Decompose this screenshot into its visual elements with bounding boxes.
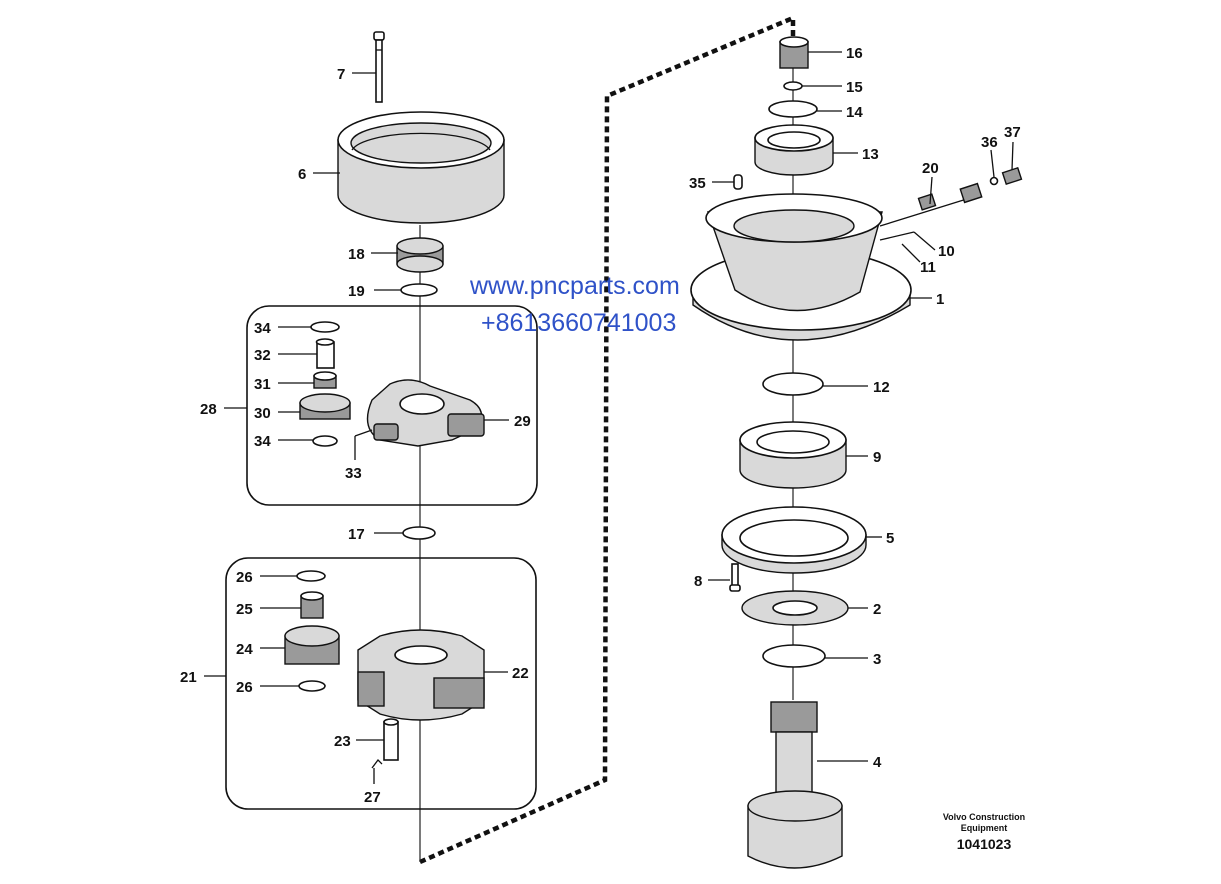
callout-8: 8 (694, 573, 702, 590)
callout-10: 10 (938, 243, 955, 260)
group-box-28 (246, 305, 538, 506)
part-ring-3 (762, 644, 826, 668)
part-fitting-36-37 (989, 166, 1023, 186)
callout-18: 18 (348, 246, 365, 263)
part-sun-gear-18 (396, 237, 444, 273)
part-ring-19 (400, 283, 438, 297)
part-bearing-9 (739, 421, 847, 489)
callout-36: 36 (981, 134, 998, 151)
part-bearing-31 (313, 371, 337, 389)
part-pin-23 (371, 718, 399, 769)
callout-21: 21 (180, 669, 197, 686)
callout-29: 29 (514, 413, 531, 430)
watermark-url: www.pncparts.com (470, 272, 680, 300)
callout-15: 15 (846, 79, 863, 96)
callout-12: 12 (873, 379, 890, 396)
part-washer-17 (402, 526, 436, 540)
callout-26-top: 26 (236, 569, 253, 586)
part-planet-gear-30 (299, 393, 351, 420)
part-washer-26-bottom (298, 680, 326, 692)
callout-9: 9 (873, 449, 881, 466)
part-bolt-7 (373, 31, 385, 103)
part-pin-32 (315, 338, 335, 369)
part-washer-34-bottom (312, 435, 338, 447)
callout-6: 6 (298, 166, 306, 183)
part-tube-10-11 (879, 231, 915, 241)
part-planet-gear-24 (284, 625, 340, 665)
callout-24: 24 (236, 641, 253, 658)
callout-11: 11 (920, 259, 936, 276)
part-washer-26-top (296, 570, 326, 582)
callout-23: 23 (334, 733, 351, 750)
part-bearing-25 (300, 591, 324, 619)
part-bearing-13 (754, 124, 834, 176)
callout-13: 13 (862, 146, 879, 163)
callout-34-top: 34 (254, 320, 271, 337)
callout-30: 30 (254, 405, 271, 422)
part-plug-16 (779, 36, 809, 69)
callout-16: 16 (846, 45, 863, 62)
brand-line-2: Equipment (960, 823, 1008, 833)
part-seal-15 (783, 81, 803, 91)
callout-27: 27 (364, 789, 381, 806)
callout-5: 5 (886, 530, 894, 547)
callout-32: 32 (254, 347, 271, 364)
callout-14: 14 (846, 104, 863, 121)
callout-35: 35 (689, 175, 706, 192)
part-pin-35 (733, 174, 743, 190)
part-carrier-22 (357, 629, 485, 721)
callout-17: 17 (348, 526, 365, 543)
brand-line-1: Volvo Construction (942, 812, 1026, 822)
callout-33: 33 (345, 465, 362, 482)
callout-25: 25 (236, 601, 253, 618)
part-ring-gear-6 (337, 111, 505, 224)
part-bolt-8 (729, 563, 741, 592)
callout-22: 22 (512, 665, 529, 682)
part-ring-14 (768, 100, 818, 118)
callout-1: 1 (936, 291, 944, 308)
callout-2: 2 (873, 601, 881, 618)
callout-20: 20 (922, 160, 939, 177)
leader-lines (204, 51, 1014, 784)
callout-19: 19 (348, 283, 365, 300)
part-pinion-shaft-4 (747, 701, 843, 869)
callout-4: 4 (873, 754, 882, 771)
assembly-dashed-link (419, 14, 796, 865)
callout-7: 7 (337, 66, 345, 83)
callout-34-bottom: 34 (254, 433, 271, 450)
group-box-21 (225, 557, 537, 810)
callout-37: 37 (1004, 124, 1021, 141)
callout-3: 3 (873, 651, 881, 668)
drawing-code: 1041023 (956, 836, 1012, 852)
part-washer-34-top (310, 321, 340, 333)
part-dipstick-20 (879, 182, 983, 227)
callout-28: 28 (200, 401, 217, 418)
part-seal-12 (762, 372, 824, 396)
part-housing-1 (690, 193, 912, 341)
brand-name: Volvo Construction Equipment (930, 812, 1038, 834)
part-plate-2 (741, 590, 849, 626)
watermark-phone: +8613660741003 (481, 309, 677, 337)
part-carrier-29 (354, 379, 485, 447)
callout-26-bottom: 26 (236, 679, 253, 696)
callout-31: 31 (254, 376, 271, 393)
part-cover-5 (721, 506, 867, 574)
